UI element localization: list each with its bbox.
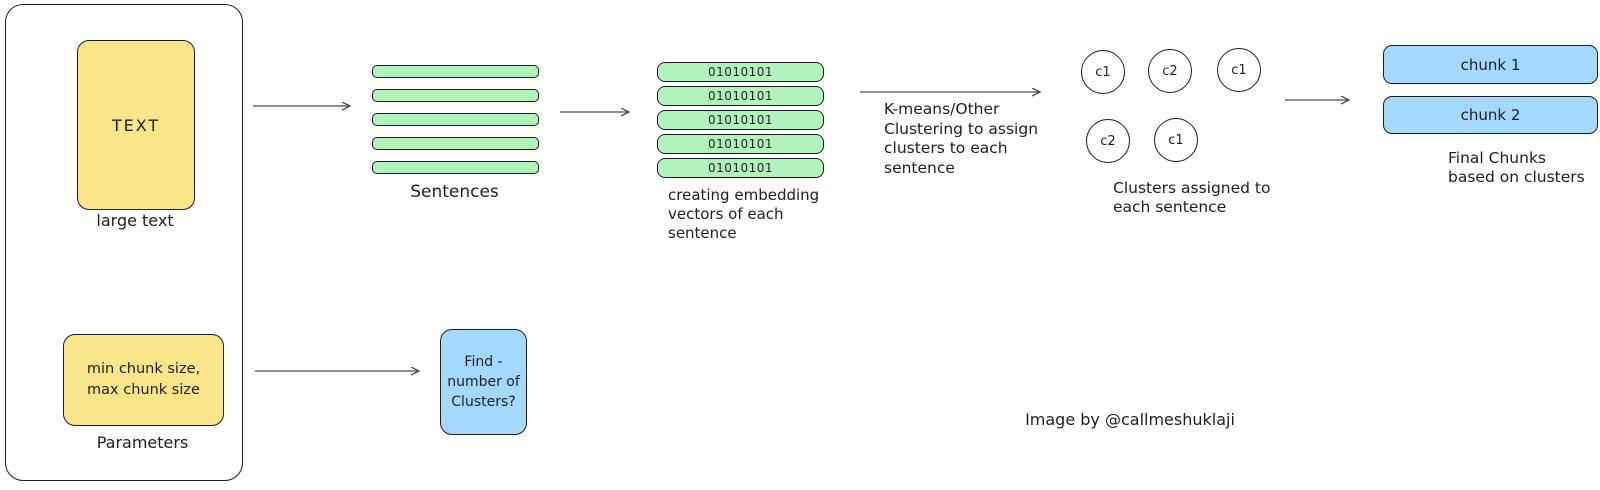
cluster-circle: c1: [1217, 48, 1261, 92]
sentence-bar: [372, 161, 539, 174]
embedding-vector-bar: 01010101: [657, 134, 824, 154]
cluster-circle-label: c1: [1095, 64, 1111, 80]
cluster-circle: c2: [1086, 119, 1130, 163]
cluster-circle: c2: [1148, 49, 1192, 93]
embedding-vector-bar: 01010101: [657, 86, 824, 106]
large-text-node-label: TEXT: [111, 115, 161, 135]
chunk-box-label: chunk 2: [1460, 106, 1521, 124]
cluster-circle-label: c2: [1100, 133, 1116, 149]
chunk-box: chunk 2: [1383, 96, 1598, 134]
sentence-bar: [372, 89, 539, 102]
cluster-circle: c1: [1081, 50, 1125, 94]
parameters-node: min chunk size, max chunk size: [63, 334, 224, 426]
parameters-caption: Parameters: [96, 433, 189, 452]
sentences-caption: Sentences: [410, 182, 499, 202]
embedding-vector-bar: 01010101: [657, 110, 824, 130]
chunk-box-label: chunk 1: [1460, 55, 1521, 74]
large-text-node: TEXT: [77, 40, 195, 210]
sentence-bar: [372, 113, 539, 126]
embedding-vector-bar: 01010101: [657, 158, 824, 178]
cluster-circle-label: c1: [1168, 132, 1184, 148]
parameters-node-label: min chunk size, max chunk size: [86, 361, 201, 398]
sentence-bar: [372, 137, 539, 150]
chunk-box: chunk 1: [1383, 45, 1598, 84]
cluster-circle-label: c2: [1162, 63, 1178, 79]
embedding-vector-bar: 01010101: [657, 62, 824, 82]
sentence-bar: [372, 65, 539, 78]
cluster-circle-label: c1: [1231, 62, 1247, 78]
find-clusters-node: Find - number of Clusters?: [440, 329, 527, 435]
embeddings-caption: creating embedding vectors of each sente…: [668, 186, 820, 242]
find-clusters-label: Find - number of Clusters?: [447, 354, 520, 410]
credit-text: Image by @callmeshuklaji: [1025, 410, 1235, 429]
cluster-circle: c1: [1154, 118, 1198, 162]
clusters-caption: Clusters assigned to each sentence: [1113, 179, 1271, 216]
chunks-caption: Final Chunks based on clusters: [1448, 149, 1585, 186]
kmeans-annotation: K-means/Other Clustering to assign clust…: [884, 100, 1039, 177]
large-text-caption: large text: [96, 211, 174, 230]
